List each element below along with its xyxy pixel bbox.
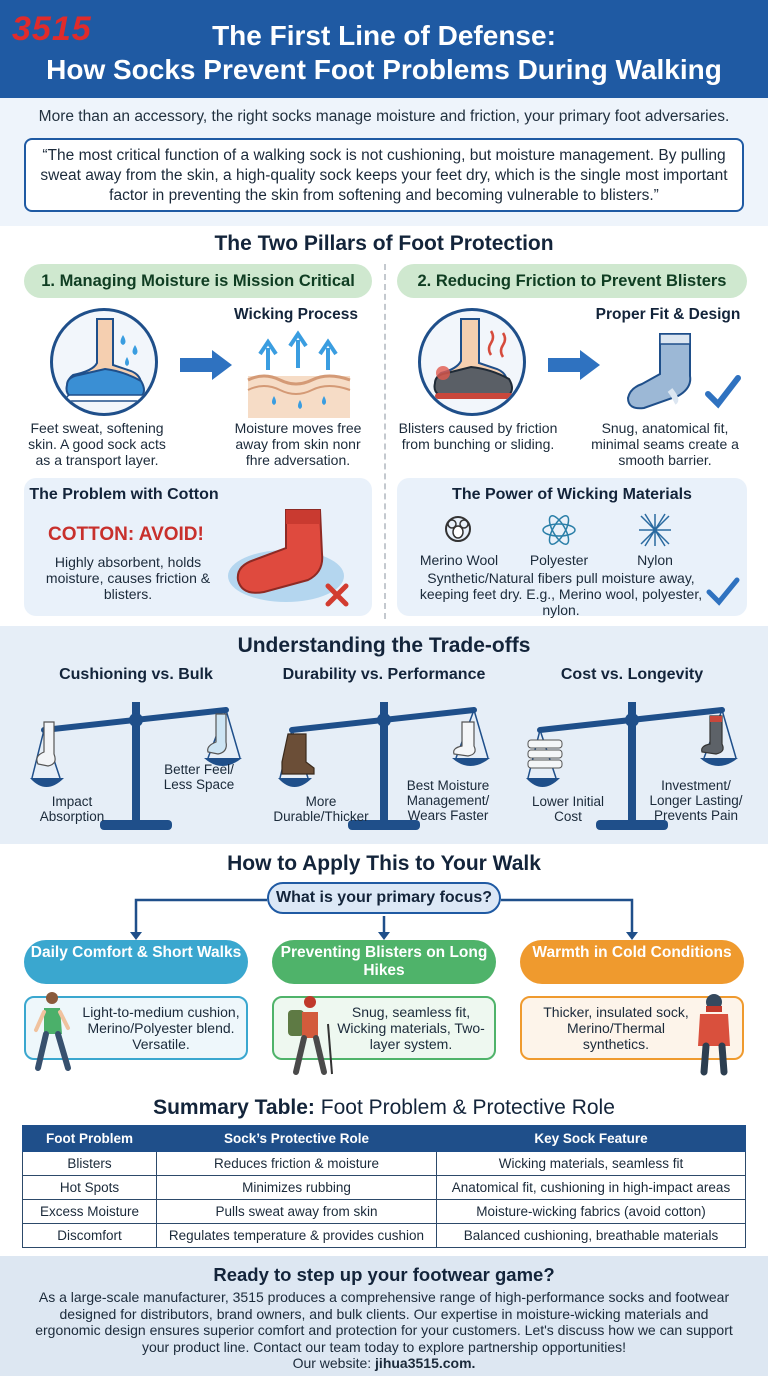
scale-2-right-label: Best Moisture Management/ Wears Faster — [406, 778, 490, 823]
moisture-pillar-heading: 1. Managing Moisture is Mission Critical — [24, 264, 372, 298]
pillars-title: The Two Pillars of Foot Protection — [214, 232, 554, 255]
intro-text: More than an accessory, the right socks … — [38, 108, 730, 125]
daily-comfort-text: Light-to-medium cushion, Merino/Polyeste… — [82, 1004, 240, 1052]
wicking-card: The Power of Wicking Materials Merino Wo… — [397, 478, 747, 618]
apply-section: How to Apply This to Your Walk What is y… — [0, 844, 768, 1088]
winter-walker-icon — [698, 994, 730, 1076]
hiker-icon — [288, 996, 333, 1075]
wicking-card-title: The Power of Wicking Materials — [452, 486, 692, 503]
right-arrow-icon — [548, 350, 600, 380]
walker-icon — [34, 992, 71, 1071]
material-polyester-label: Polyester — [529, 552, 589, 568]
cta-body: As a large-scale manufacturer, 3515 prod… — [35, 1289, 733, 1355]
table-cell: Anatomical fit, cushioning in high-impac… — [436, 1175, 746, 1200]
table-cell: Wicking materials, seamless fit — [436, 1151, 746, 1176]
cta-title: Ready to step up your footwear game? — [213, 1264, 555, 1285]
cta-footer: Ready to step up your footwear game? As … — [0, 1256, 768, 1376]
title-line-1: The First Line of Defense: — [212, 20, 556, 51]
cotton-card-title: The Problem with Cotton — [29, 486, 219, 503]
balance-scale-icon — [30, 702, 242, 830]
wet-cotton-sock-icon — [228, 509, 349, 607]
balance-scale-icon — [278, 702, 490, 830]
title-line-2: How Socks Prevent Foot Problems During W… — [46, 54, 722, 85]
table-cell: Regulates temperature & provides cushion — [156, 1223, 437, 1248]
website-label: Our website: — [292, 1355, 376, 1371]
sweat-caption: Feet sweat, softening skin. A good sock … — [28, 420, 166, 468]
summary-title-bold: Summary Table: — [153, 1096, 315, 1119]
scale-2-left-label: More Durable/Thicker — [273, 794, 369, 824]
blistered-foot-icon — [418, 308, 526, 416]
column-header: Key Sock Feature — [436, 1125, 746, 1152]
decision-connectors — [130, 898, 638, 940]
table-row: Discomfort Regulates temperature & provi… — [22, 1223, 746, 1248]
daily-comfort-heading: Daily Comfort & Short Walks — [24, 940, 248, 984]
table-row: Blisters Reduces friction & moisture Wic… — [22, 1151, 746, 1176]
wicking-description: Synthetic/Natural fibers pull moisture a… — [419, 570, 703, 618]
table-cell: Pulls sweat away from skin — [156, 1199, 437, 1224]
intro-section: More than an accessory, the right socks … — [0, 98, 768, 226]
cold-warmth-text: Thicker, insulated sock, Merino/Thermal … — [543, 1004, 689, 1052]
table-cell: Moisture-wicking fabrics (avoid cotton) — [436, 1199, 746, 1224]
summary-title-rest: Foot Problem & Protective Role — [314, 1096, 615, 1119]
check-icon — [706, 577, 740, 606]
primary-focus-question: What is your primary focus? — [267, 882, 501, 914]
sweating-foot-icon — [50, 308, 158, 416]
cotton-description: Highly absorbent, holds moisture, causes… — [45, 554, 211, 602]
table-cell: Minimizes rubbing — [156, 1175, 437, 1200]
scale-3-left-label: Lower Initial Cost — [531, 794, 605, 824]
right-arrow-icon — [180, 350, 232, 380]
brand-logo: 3515 — [12, 10, 92, 48]
summary-table: Foot Problem Sock’s Protective Role Key … — [22, 1125, 746, 1248]
cold-warmth-heading: Warmth in Cold Conditions — [520, 940, 744, 984]
summary-title: Summary Table: Foot Problem & Protective… — [0, 1096, 768, 1120]
table-cell: Reduces friction & moisture — [156, 1151, 437, 1176]
material-nylon-label: Nylon — [637, 552, 673, 568]
summary-section: Summary Table: Foot Problem & Protective… — [0, 1088, 768, 1256]
table-row: Hot Spots Minimizes rubbing Anatomical f… — [22, 1175, 746, 1200]
table-row: Excess Moisture Pulls sweat away from sk… — [22, 1199, 746, 1224]
table-cell: Balanced cushioning, breathable material… — [436, 1223, 746, 1248]
tradeoffs-title: Understanding the Trade-offs — [237, 634, 531, 657]
page-title: The First Line of Defense: How Socks Pre… — [0, 0, 768, 87]
polyester-fiber-icon — [542, 515, 576, 545]
column-header: Foot Problem — [22, 1125, 157, 1152]
sheep-icon — [445, 516, 471, 542]
fit-design-title: Proper Fit & Design — [595, 306, 741, 323]
cotton-card: The Problem with Cotton COTTON: AVOID! H… — [24, 478, 372, 616]
cta-text: As a large-scale manufacturer, 3515 prod… — [0, 1286, 768, 1372]
scale-1-title: Cushioning vs. Bulk — [59, 666, 213, 683]
table-header-row: Foot Problem Sock’s Protective Role Key … — [22, 1125, 746, 1152]
scale-2-title: Durability vs. Performance — [282, 666, 486, 683]
blister-prevention-text: Snug, seamless fit, Wicking materials, T… — [337, 1004, 485, 1052]
scale-3-right-label: Investment/ Longer Lasting/ Prevents Pai… — [649, 778, 743, 823]
scale-1-left-label: Impact Absorption — [39, 794, 105, 824]
blister-prevention-heading: Preventing Blisters on Long Hikes — [272, 940, 496, 984]
wicking-caption: Moisture moves free away from skin nonr … — [234, 420, 362, 468]
wicking-process-title: Wicking Process — [234, 306, 358, 323]
table-cell: Hot Spots — [22, 1175, 157, 1200]
table-cell: Discomfort — [22, 1223, 157, 1248]
balance-scale-icon — [526, 702, 738, 830]
scale-1-right-label: Better Feel/ Less Space — [163, 762, 235, 792]
expert-quote: “The most critical function of a walking… — [24, 138, 744, 212]
scale-3-title: Cost vs. Longevity — [560, 666, 704, 683]
nylon-fiber-icon — [639, 513, 671, 547]
blister-caption: Blisters caused by friction from bunchin… — [398, 420, 558, 452]
website-link[interactable]: jihua3515.com. — [375, 1355, 476, 1371]
tradeoffs-section: Understanding the Trade-offs Cushioning … — [0, 626, 768, 844]
wicking-process-icon — [247, 330, 351, 418]
fit-caption: Snug, anatomical fit, minimal seams crea… — [591, 420, 739, 468]
column-header: Sock’s Protective Role — [156, 1125, 437, 1152]
table-cell: Blisters — [22, 1151, 157, 1176]
pillars-section: The Two Pillars of Foot Protection 1. Ma… — [0, 226, 768, 626]
fitted-sock-icon — [626, 333, 741, 410]
cotton-avoid-label: COTTON: AVOID! — [48, 524, 204, 545]
friction-pillar-heading: 2. Reducing Friction to Prevent Blisters — [397, 264, 747, 298]
pillars-divider — [384, 264, 386, 619]
apply-title: How to Apply This to Your Walk — [227, 852, 541, 875]
material-merino-label: Merino Wool — [419, 552, 499, 568]
table-cell: Excess Moisture — [22, 1199, 157, 1224]
header-banner: 3515 The First Line of Defense: How Sock… — [0, 0, 768, 98]
